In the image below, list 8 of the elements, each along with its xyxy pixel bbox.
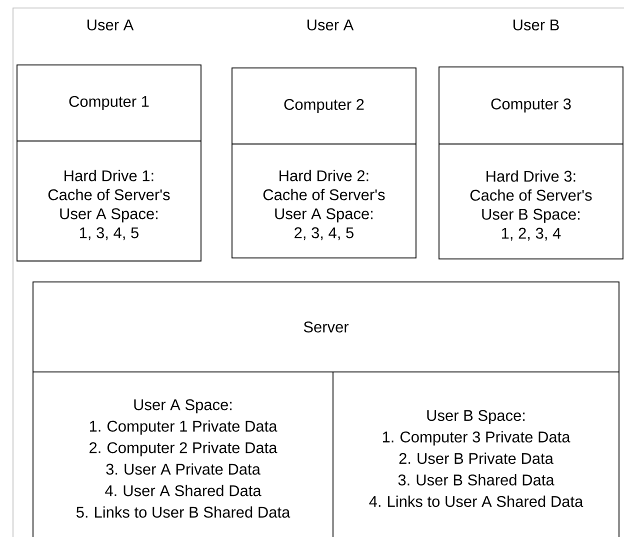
computer-box: Computer 2 Hard Drive 2: Cache of Server's User A Space: 2, 3, 4, 5: [232, 68, 416, 258]
storage-cell: User B Space: 1. Computer 3 Private Data 2. User B Private Data 3. User B Shared Data 4. Links to User A Shared Data: [369, 410, 584, 507]
computer-box: Computer 1 Hard Drive 1: Cache of Server's User A Space: 1, 3, 4, 5: [16, 64, 202, 262]
column-label: User B: [514, 20, 559, 30]
storage-cell: User A Space: 1. Computer 1 Private Data 2. Computer 2 Private Data 3. User A Private Data 4. User A Shared Data 5. Links to User B Shared Data: [76, 399, 290, 518]
column-label: User A: [308, 20, 354, 30]
computer-box: Computer 3 Hard Drive 3: Cache of Server's User B Space: 1, 2, 3, 4: [438, 66, 624, 260]
column-label: User A: [88, 20, 134, 30]
